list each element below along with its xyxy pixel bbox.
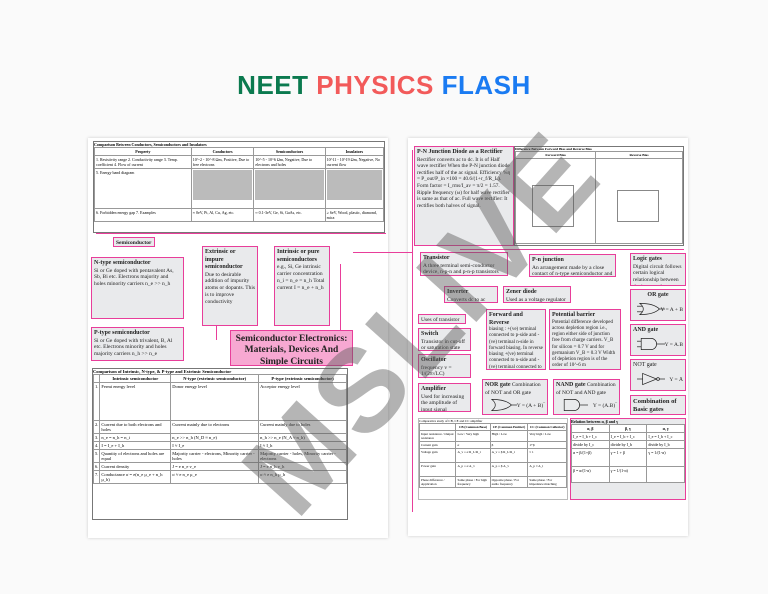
not-gate-icon — [637, 372, 665, 386]
band-diagram — [192, 170, 253, 200]
band-diagram — [326, 170, 382, 200]
th: Conductors — [190, 147, 255, 156]
or-gate-icon — [637, 302, 665, 316]
amplifier-comparison-table: Comparative study of CB, CE and CC ampli… — [418, 418, 568, 500]
table-row: β = α/(1-α)γ = 1/(1-α) — [571, 466, 685, 483]
nor-gate-icon — [489, 398, 517, 412]
conductor-comparison-table: Comparison Between Conductors, Semicondu… — [93, 141, 385, 233]
main-topic-box: Semiconductor Electronics: Materials, De… — [230, 330, 353, 366]
uses-of-transistor: Uses of transistor — [418, 314, 466, 324]
semiconductor-label: Semiconductor — [113, 237, 155, 247]
band-diagram — [255, 170, 324, 200]
connector — [340, 264, 341, 334]
and-gate-icon — [637, 337, 665, 351]
nand-gate-icon — [560, 398, 588, 412]
table-caption: Comparison of Intrinsic, N-type, & P-typ… — [93, 369, 232, 374]
table-caption: Relation between α, β and γ — [571, 419, 619, 424]
th: Semiconductors — [253, 147, 326, 156]
title-physics: PHYSICS — [316, 70, 434, 100]
th: Insulators — [324, 147, 384, 156]
page-title: NEET PHYSICS FLASH — [0, 70, 768, 101]
table-row: 1. Resistivity range 2. Conductivity ran… — [94, 155, 384, 169]
connector — [96, 233, 386, 234]
table-caption: Comparison Between Conductors, Semicondu… — [94, 142, 207, 147]
reverse-bias-graph — [617, 190, 660, 222]
combination-box: Combination of Basic gates — [630, 395, 686, 415]
connector — [412, 150, 413, 512]
table-caption: Difference Between Forward Bias and Reve… — [515, 147, 592, 151]
title-neet: NEET — [237, 70, 309, 100]
title-flash: FLASH — [441, 70, 531, 100]
table-caption: Comparative study of CB, CE and CC ampli… — [419, 419, 483, 423]
table-row: 6. Forbidden energy gap 7. Examples≈ 0eV… — [94, 208, 384, 222]
connector — [353, 252, 413, 253]
th: Property — [94, 147, 192, 156]
table-row: 5. Energy band diagram — [94, 168, 384, 209]
forward-bias-graph — [532, 185, 574, 227]
bias-comparison-table: Difference Between Forward Bias and Reve… — [514, 146, 684, 246]
nand-gate-box: NAND gate Combination of NOT and AND gat… — [553, 379, 620, 415]
semiconductor-type-table: Comparison of Intrinsic, N-type, & P-typ… — [92, 368, 348, 520]
table-row: 7.Conductance σ = e(n_e μ_e + n_h μ_h)σ … — [93, 470, 347, 484]
connector — [460, 249, 684, 250]
table-row: 5.Quantity of electrons and holes are eq… — [93, 449, 347, 463]
